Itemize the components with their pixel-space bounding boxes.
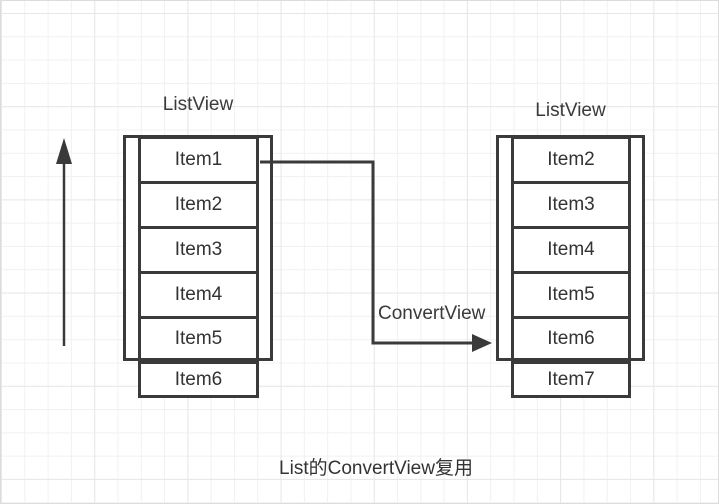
up-arrow-icon: [56, 138, 72, 346]
list-item: Item3: [511, 181, 631, 229]
list-item: Item6: [138, 361, 259, 398]
diagram-caption: List的ConvertView复用: [279, 458, 473, 479]
list-item: Item2: [138, 181, 259, 229]
list-item: Item5: [511, 271, 631, 319]
list-item: Item7: [511, 361, 631, 398]
convertview-label: ConvertView: [378, 303, 486, 324]
list-item: Item2: [511, 136, 631, 184]
list-item: Item3: [138, 226, 259, 274]
right-listview-title: ListView: [535, 100, 606, 121]
list-item: Item4: [138, 271, 259, 319]
list-item: Item5: [138, 316, 259, 361]
list-item: Item6: [511, 316, 631, 361]
left-listview-title: ListView: [162, 94, 234, 115]
list-item: Item1: [138, 136, 259, 184]
list-item: Item4: [511, 226, 631, 274]
